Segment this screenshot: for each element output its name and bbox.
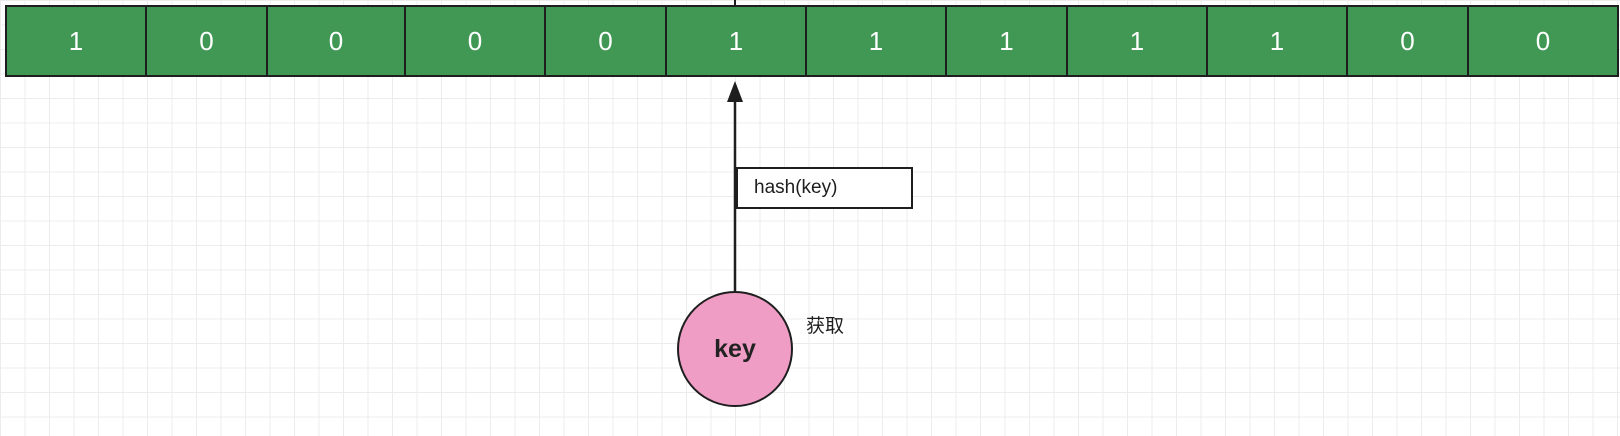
- key-node-label: key: [714, 334, 756, 363]
- hash-arrow-head: [727, 81, 743, 102]
- bit-cell: 0: [1348, 7, 1469, 75]
- bit-cell: 0: [546, 7, 667, 75]
- bit-cell: 1: [1068, 7, 1208, 75]
- bit-cell: 0: [268, 7, 406, 75]
- bit-cell: 0: [147, 7, 268, 75]
- bit-cell: 1: [667, 7, 807, 75]
- bit-cell: 1: [807, 7, 947, 75]
- hash-function-label: hash(key): [754, 177, 838, 198]
- hash-function-box: hash(key): [736, 167, 913, 209]
- bit-cell: 1: [7, 7, 147, 75]
- key-note: 获取: [806, 315, 845, 337]
- bit-cell: 1: [1208, 7, 1348, 75]
- key-node: key: [677, 291, 793, 407]
- bit-cell: 0: [1535, 25, 1551, 56]
- bit-cell: 1: [947, 7, 1068, 75]
- bit-cell: 0: [406, 7, 546, 75]
